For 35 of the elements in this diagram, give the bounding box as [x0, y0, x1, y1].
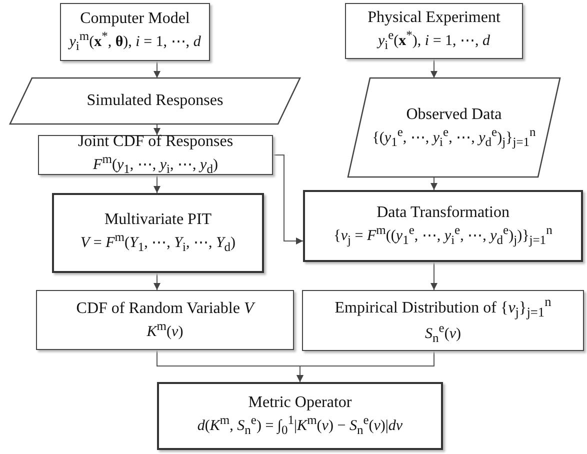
process-box: [302, 290, 584, 351]
arrow: [154, 124, 160, 136]
process-box: [38, 135, 273, 175]
arrow: [430, 176, 438, 190]
node-title: CDF of Random Variable V: [76, 298, 254, 319]
formula-text: V = F$^{m}$(Y$_{1}$, ⋯, Y$_{i}$, ⋯, Y$_{d}$): [80, 230, 236, 256]
arrow: [154, 272, 160, 290]
process-box: [303, 190, 583, 262]
formula-text: y$_{i}$$^{m}$(x$^{*}$, θ), i = 1, ⋯, d: [69, 29, 201, 55]
formula-text: y$_{i}$$^{e}$(x$^{*}$), i = 1, ⋯, d: [378, 28, 490, 54]
arrow: [154, 60, 160, 78]
arrow: [296, 350, 434, 382]
data-parallelogram: [348, 78, 560, 177]
node-title: Observed Data: [406, 104, 502, 125]
arrow: [272, 154, 304, 244]
node-title: Data Transformation: [376, 203, 510, 224]
node-title: Joint CDF of Responses: [78, 132, 234, 152]
node-title: Multivariate PIT: [104, 210, 212, 230]
node-title: Physical Experiment: [368, 8, 500, 28]
data-parallelogram: [10, 78, 300, 124]
process-box: [36, 290, 294, 350]
node-title: Computer Model: [80, 9, 190, 30]
formula-text: S$_{n}$$^{e}$(v): [425, 321, 461, 347]
arrow: [154, 174, 160, 194]
arrow: [430, 262, 438, 290]
node-title: Metric Operator: [248, 393, 352, 414]
arrow: [430, 58, 438, 78]
process-box: [157, 382, 443, 450]
formula-text: d(K$^{m}$, S$_{n}$$^{e}$) = ∫$_{0}$$^{1}$|K$^{m}$(v) − S$_{n}$$^{e}$(v)|dv: [197, 413, 403, 439]
node-title: Simulated Responses: [86, 91, 224, 111]
process-box: [52, 193, 264, 273]
process-box: [60, 3, 210, 61]
formula-text: F$^{m}$(y$_{1}$, ⋯, y$_{i}$, ⋯, y$_{d}$): [93, 152, 218, 178]
formula-text: K$^{m}$(v): [146, 318, 184, 342]
process-box: [345, 3, 523, 59]
